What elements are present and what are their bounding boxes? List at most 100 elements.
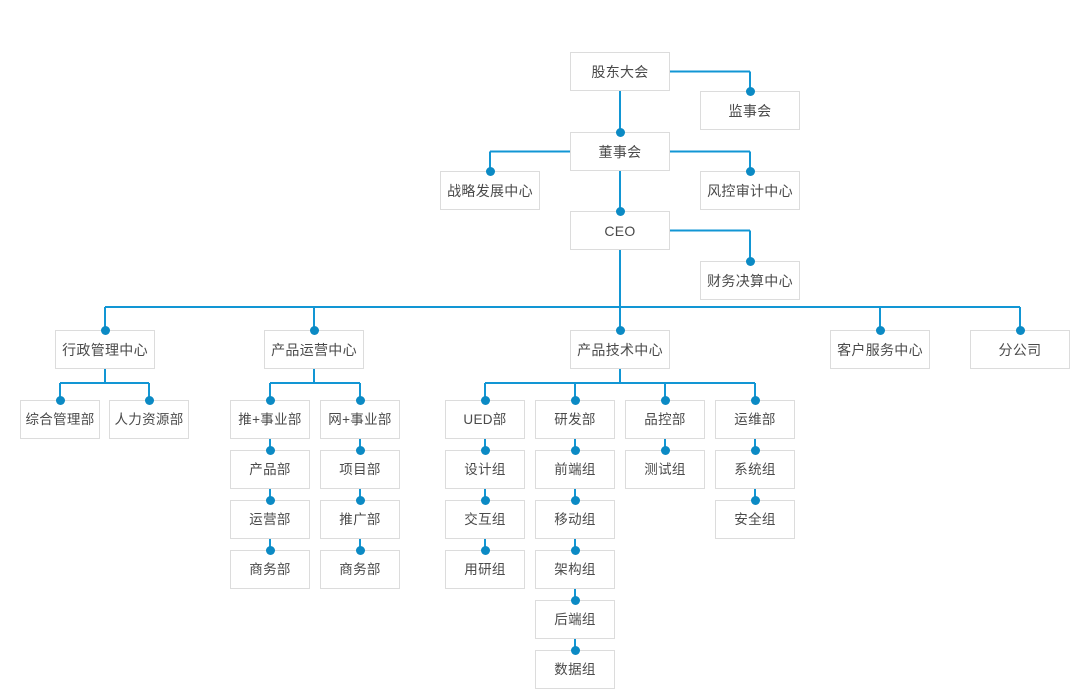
org-node-label: 产品部 xyxy=(249,461,291,477)
org-node-label: CEO xyxy=(604,222,636,239)
org-node-design-group[interactable]: 设计组 xyxy=(445,450,525,489)
org-node-label: 商务部 xyxy=(339,561,381,577)
connector-dot-design-group xyxy=(480,445,490,455)
connector-dot-system-group xyxy=(750,445,760,455)
connector-dot-prodtech xyxy=(615,325,625,335)
org-node-label: UED部 xyxy=(463,411,507,427)
org-node-label: 数据组 xyxy=(554,661,596,677)
connector-dot-ceo xyxy=(615,206,625,216)
org-node-label: 监事会 xyxy=(728,102,772,119)
org-node-ued[interactable]: UED部 xyxy=(445,400,525,439)
connector-dot-test-group xyxy=(660,445,670,455)
org-node-qc[interactable]: 品控部 xyxy=(625,400,705,439)
connector-dot-research-group xyxy=(480,545,490,555)
org-node-shareholders[interactable]: 股东大会 xyxy=(570,52,670,91)
org-node-label: 项目部 xyxy=(339,461,381,477)
org-node-interact-group[interactable]: 交互组 xyxy=(445,500,525,539)
org-node-ceo[interactable]: CEO xyxy=(570,211,670,250)
org-node-label: 研发部 xyxy=(554,411,596,427)
org-node-ops-dept[interactable]: 运营部 xyxy=(230,500,310,539)
org-node-test-group[interactable]: 测试组 xyxy=(625,450,705,489)
org-node-devops[interactable]: 运维部 xyxy=(715,400,795,439)
org-node-arch-group[interactable]: 架构组 xyxy=(535,550,615,589)
org-node-label: 推广部 xyxy=(339,511,381,527)
org-node-label: 客户服务中心 xyxy=(837,341,923,358)
org-node-biz-dept-2[interactable]: 商务部 xyxy=(320,550,400,589)
org-node-customer[interactable]: 客户服务中心 xyxy=(830,330,930,369)
org-node-label: 品控部 xyxy=(644,411,686,427)
connector-dot-security-group xyxy=(750,495,760,505)
connector-dot-admin xyxy=(100,325,110,335)
connector-dot-prodops xyxy=(309,325,319,335)
connector-dot-tui-biz xyxy=(265,395,275,405)
org-node-label: 设计组 xyxy=(464,461,506,477)
connector-dot-qc xyxy=(660,395,670,405)
org-node-supervisory[interactable]: 监事会 xyxy=(700,91,800,130)
org-node-finance[interactable]: 财务决算中心 xyxy=(700,261,800,300)
connector-dot-biz-dept-1 xyxy=(265,545,275,555)
org-node-biz-dept-1[interactable]: 商务部 xyxy=(230,550,310,589)
org-node-label: 运营部 xyxy=(249,511,291,527)
connector-dot-board xyxy=(615,127,625,137)
org-node-label: 分公司 xyxy=(998,341,1042,358)
org-node-branch[interactable]: 分公司 xyxy=(970,330,1070,369)
org-node-backend-group[interactable]: 后端组 xyxy=(535,600,615,639)
connector-dot-project-dept xyxy=(355,445,365,455)
org-node-hr[interactable]: 人力资源部 xyxy=(109,400,189,439)
org-node-prodops[interactable]: 产品运营中心 xyxy=(264,330,364,369)
org-node-frontend-group[interactable]: 前端组 xyxy=(535,450,615,489)
connector-dot-promo-dept xyxy=(355,495,365,505)
org-node-label: 风控审计中心 xyxy=(707,182,793,199)
org-node-label: 交互组 xyxy=(464,511,506,527)
org-node-label: 股东大会 xyxy=(591,63,649,80)
org-node-tui-biz[interactable]: 推+事业部 xyxy=(230,400,310,439)
connector-dot-devops xyxy=(750,395,760,405)
org-node-label: 安全组 xyxy=(734,511,776,527)
connector-dot-customer xyxy=(875,325,885,335)
org-node-rnd[interactable]: 研发部 xyxy=(535,400,615,439)
org-node-label: 运维部 xyxy=(734,411,776,427)
org-node-wang-biz[interactable]: 网+事业部 xyxy=(320,400,400,439)
org-node-label: 产品技术中心 xyxy=(577,341,663,358)
org-node-product-dept[interactable]: 产品部 xyxy=(230,450,310,489)
org-node-label: 架构组 xyxy=(554,561,596,577)
org-node-label: 前端组 xyxy=(554,461,596,477)
connector-dot-wang-biz xyxy=(355,395,365,405)
org-node-system-group[interactable]: 系统组 xyxy=(715,450,795,489)
org-node-label: 董事会 xyxy=(598,143,642,160)
connector-dot-strategy xyxy=(485,166,495,176)
org-node-security-group[interactable]: 安全组 xyxy=(715,500,795,539)
org-node-label: 后端组 xyxy=(554,611,596,627)
org-node-prodtech[interactable]: 产品技术中心 xyxy=(570,330,670,369)
org-node-label: 人力资源部 xyxy=(114,411,184,427)
org-node-strategy[interactable]: 战略发展中心 xyxy=(440,171,540,210)
connector-dot-data-group xyxy=(570,645,580,655)
connector-dot-product-dept xyxy=(265,445,275,455)
connector-dot-riskaudit xyxy=(745,166,755,176)
org-node-label: 战略发展中心 xyxy=(447,182,533,199)
org-node-research-group[interactable]: 用研组 xyxy=(445,550,525,589)
connector-dot-branch xyxy=(1015,325,1025,335)
org-node-project-dept[interactable]: 项目部 xyxy=(320,450,400,489)
connector-dot-hr xyxy=(144,395,154,405)
connector-dot-rnd xyxy=(570,395,580,405)
org-node-promo-dept[interactable]: 推广部 xyxy=(320,500,400,539)
org-node-label: 用研组 xyxy=(464,561,506,577)
connector-dot-supervisory xyxy=(745,86,755,96)
org-node-label: 财务决算中心 xyxy=(707,272,793,289)
org-node-board[interactable]: 董事会 xyxy=(570,132,670,171)
org-node-admin[interactable]: 行政管理中心 xyxy=(55,330,155,369)
connector-dot-ued xyxy=(480,395,490,405)
org-node-general-mgmt[interactable]: 综合管理部 xyxy=(20,400,100,439)
org-node-riskaudit[interactable]: 风控审计中心 xyxy=(700,171,800,210)
connector-dot-ops-dept xyxy=(265,495,275,505)
org-node-label: 商务部 xyxy=(249,561,291,577)
org-node-label: 行政管理中心 xyxy=(62,341,148,358)
org-node-label: 测试组 xyxy=(644,461,686,477)
org-node-label: 系统组 xyxy=(734,461,776,477)
org-node-mobile-group[interactable]: 移动组 xyxy=(535,500,615,539)
connector-dot-general-mgmt xyxy=(55,395,65,405)
connector-dot-frontend-group xyxy=(570,445,580,455)
org-node-data-group[interactable]: 数据组 xyxy=(535,650,615,689)
